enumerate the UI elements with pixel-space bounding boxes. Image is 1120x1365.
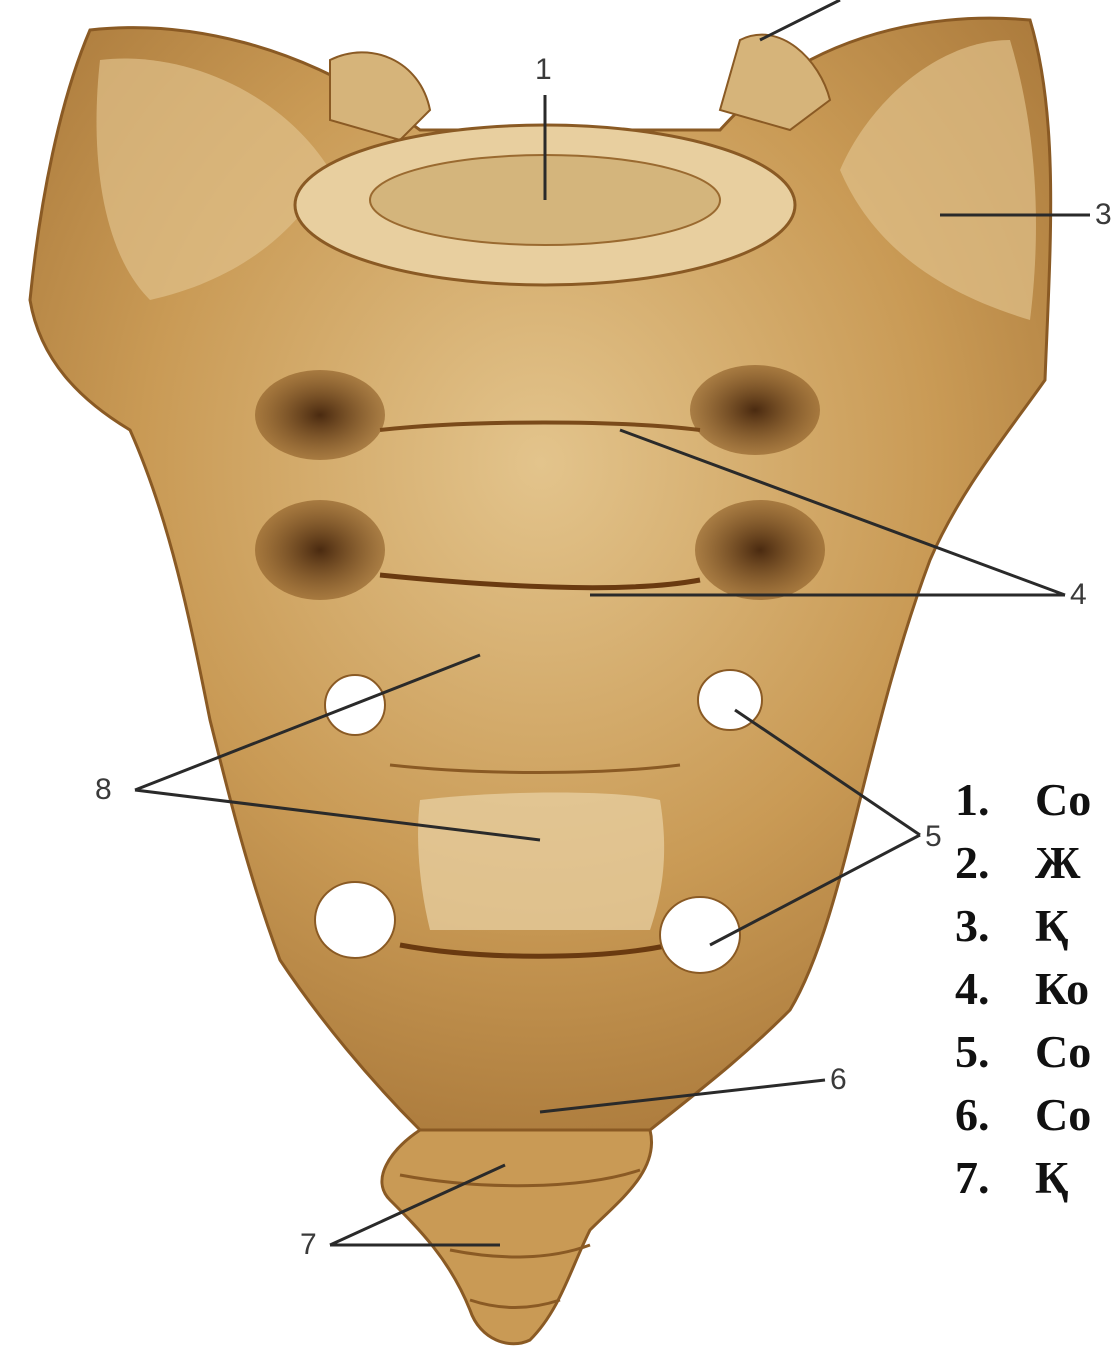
legend-item: 7.Қ — [955, 1146, 1091, 1209]
legend-item: 6.Co — [955, 1083, 1091, 1146]
legend-number: 7. — [955, 1146, 1035, 1209]
legend-list: 1.Co 2.Ж 3.Қ 4.Ко 5.Co 6.Co 7.Қ — [955, 768, 1091, 1209]
legend-number: 1. — [955, 768, 1035, 831]
legend-text: Ж — [1035, 837, 1080, 888]
legend-item: 3.Қ — [955, 894, 1091, 957]
callout-3: 3 — [1095, 200, 1112, 230]
callout-7: 7 — [300, 1230, 317, 1260]
callout-4: 4 — [1070, 580, 1087, 610]
legend-item: 4.Ко — [955, 957, 1091, 1020]
legend-number: 6. — [955, 1083, 1035, 1146]
leader-line-2 — [760, 0, 840, 40]
lower-body-highlight — [418, 793, 664, 931]
legend-item: 5.Co — [955, 1020, 1091, 1083]
legend-number: 3. — [955, 894, 1035, 957]
legend-number: 2. — [955, 831, 1035, 894]
callout-6: 6 — [830, 1065, 847, 1095]
foramen-1-right — [690, 365, 820, 455]
legend-text: Қ — [1035, 900, 1068, 951]
legend-text: Қ — [1035, 1152, 1068, 1203]
legend-item: 1.Co — [955, 768, 1091, 831]
foramen-4-left — [315, 882, 395, 958]
callout-5: 5 — [925, 822, 942, 852]
legend-text: Ко — [1035, 963, 1089, 1014]
legend-item: 2.Ж — [955, 831, 1091, 894]
legend-number: 5. — [955, 1020, 1035, 1083]
foramen-2-left — [255, 500, 385, 600]
foramen-2-right — [695, 500, 825, 600]
legend-text: Co — [1035, 1089, 1091, 1140]
legend-text: Co — [1035, 1026, 1091, 1077]
coccyx — [382, 1130, 652, 1344]
callout-1: 1 — [535, 55, 552, 85]
foramen-1-left — [255, 370, 385, 460]
legend-number: 4. — [955, 957, 1035, 1020]
callout-8: 8 — [95, 775, 112, 805]
legend-text: Co — [1035, 774, 1091, 825]
